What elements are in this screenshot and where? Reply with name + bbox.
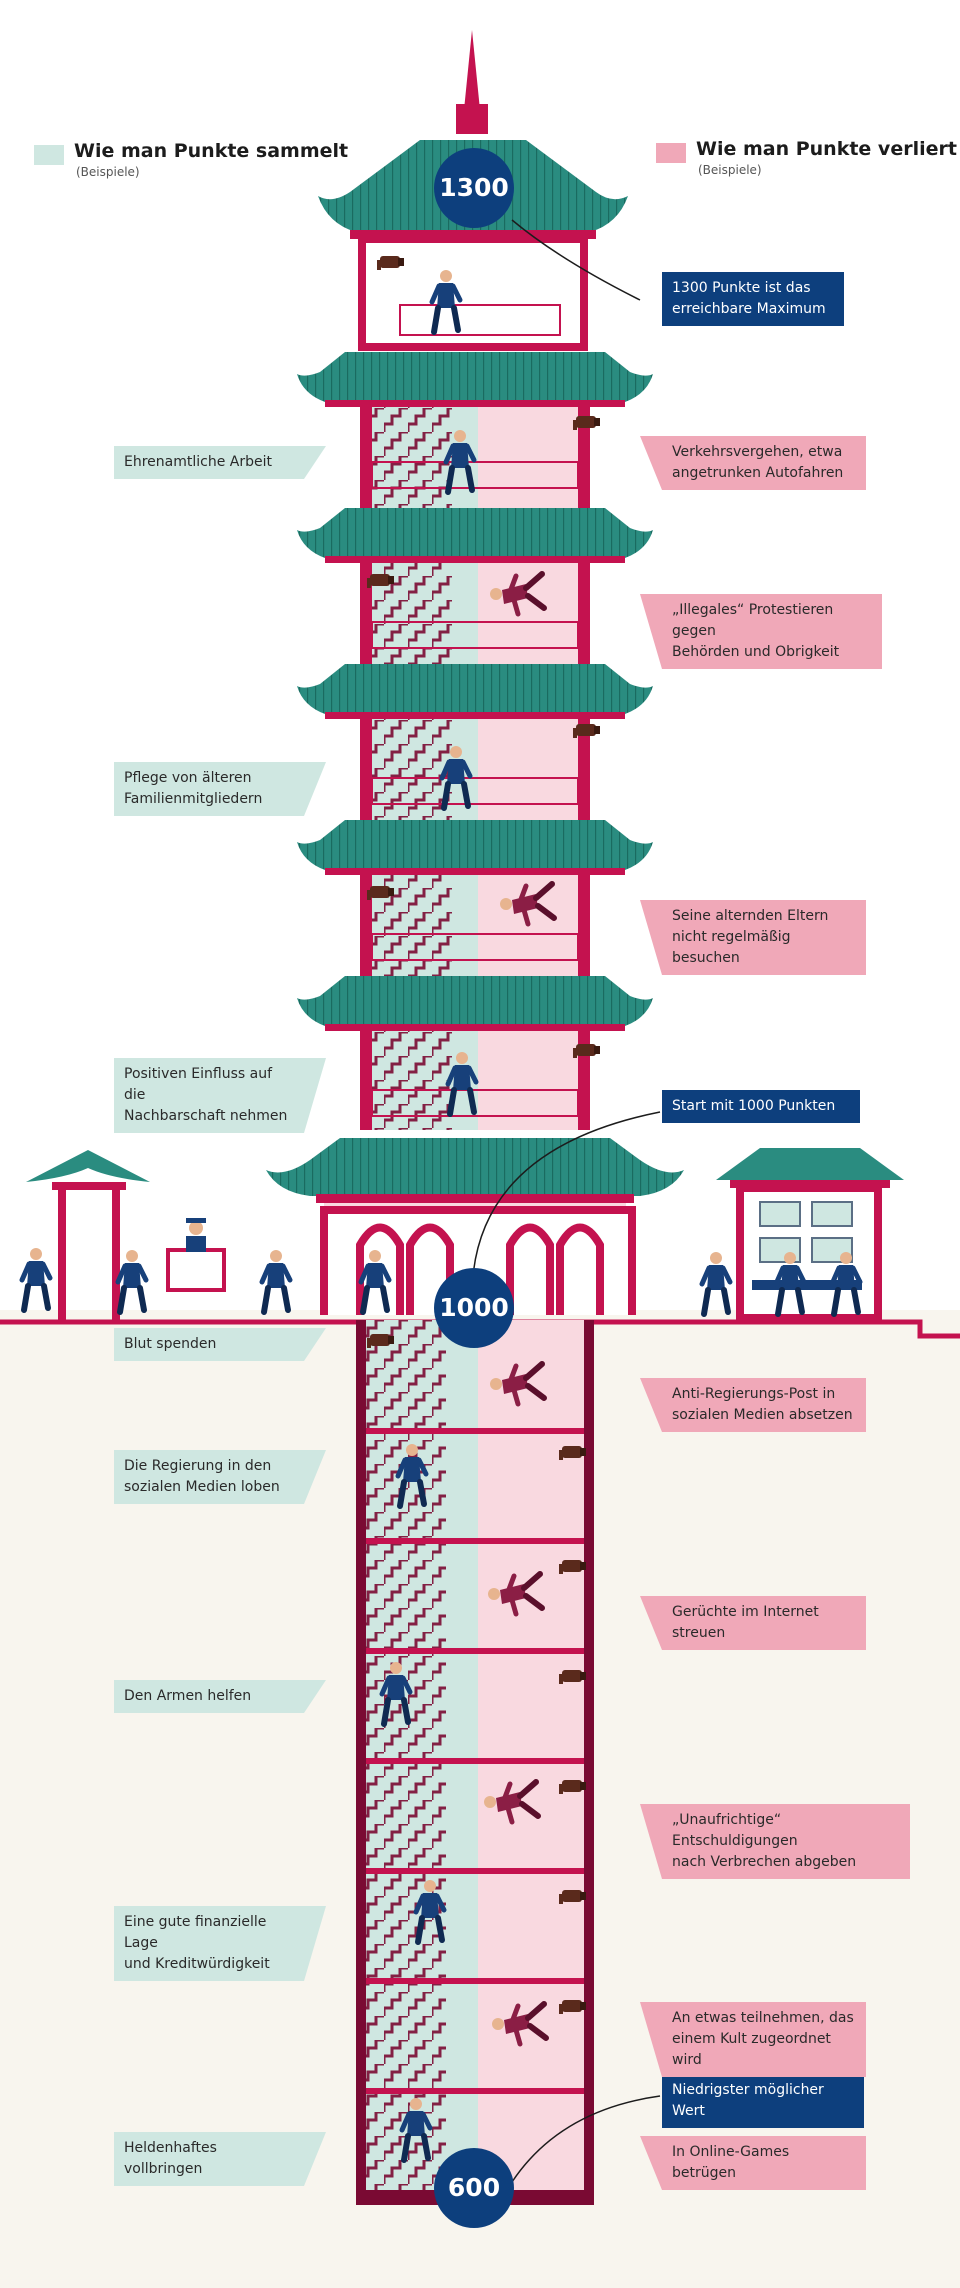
collect-item: Eine gute finanzielle Lage und Kreditwür…: [114, 1906, 304, 1981]
left-gate: [26, 1150, 150, 1320]
police-officer-icon: [702, 1252, 730, 1314]
legend-lose-sub: (Beispiele): [698, 163, 762, 177]
top-pavilion: [358, 235, 588, 351]
lose-item: „Unaufrichtige“ Entschuldigungen nach Ve…: [662, 1804, 910, 1879]
collect-item: Den Armen helfen: [114, 1680, 304, 1713]
max-note: 1300 Punkte ist das erreichbare Maximum: [662, 272, 844, 326]
collect-item: Die Regierung in den sozialen Medien lob…: [114, 1450, 304, 1504]
legend-swatch-lose: [656, 143, 686, 163]
underground-shaft: [356, 1320, 594, 2205]
shaft-levels: [366, 1428, 584, 2094]
min-note: Niedrigster möglicher Wert: [662, 2074, 864, 2128]
top-railing: [399, 304, 561, 336]
legend-lose-title: Wie man Punkte verliert: [696, 138, 957, 160]
roof-2: [297, 508, 653, 563]
start-note: Start mit 1000 Punkten: [662, 1090, 860, 1123]
lose-item: Anti-Regierungs-Post in sozialen Medien …: [662, 1378, 866, 1432]
lose-item: Seine alternden Eltern nicht regelmäßig …: [662, 900, 866, 975]
spire: [464, 30, 480, 110]
roof-1: [297, 352, 653, 407]
legend-lose: Wie man Punkte verliert (Beispiele): [656, 138, 957, 177]
top-roof-eave: [350, 230, 596, 239]
collect-item: Heldenhaftes vollbringen: [114, 2132, 304, 2186]
legend-collect-sub: (Beispiele): [76, 165, 140, 179]
max-score-badge: 1300: [434, 148, 514, 228]
callout-line-max: [511, 219, 641, 301]
collect-item: Pflege von älteren Familienmitgliedern: [114, 762, 304, 816]
roof-3: [297, 664, 653, 719]
base-roof: [266, 1138, 684, 1196]
lose-item: Gerüchte im Internet streuen: [662, 1596, 866, 1650]
lose-item: „Illegales“ Protestieren gegen Behörden …: [662, 594, 882, 669]
base-roof-eave: [316, 1194, 634, 1203]
citizen-icon: [262, 1250, 290, 1312]
roof-5: [297, 976, 653, 1031]
lose-item: Verkehrsvergehen, etwa angetrunken Autof…: [662, 436, 866, 490]
roof-4: [297, 820, 653, 875]
legend-collect-title: Wie man Punkte sammelt: [74, 140, 349, 162]
legend-swatch-collect: [34, 145, 64, 165]
police-checkpoint-icon: [166, 1218, 226, 1292]
lose-item: In Online-Games betrügen: [662, 2136, 866, 2190]
callout-line-min: [511, 2095, 661, 2183]
spire-base: [456, 104, 488, 134]
citizen-icon: [118, 1250, 146, 1312]
min-score-badge: 600: [434, 2148, 514, 2228]
legend-collect: Wie man Punkte sammelt (Beispiele): [34, 140, 348, 179]
callout-line-start: [471, 1111, 661, 1301]
collect-item: Blut spenden: [114, 1328, 304, 1361]
collect-item: Ehrenamtliche Arbeit: [114, 446, 304, 479]
citizen-icon: [22, 1248, 50, 1310]
start-score-badge: 1000: [434, 1268, 514, 1348]
collect-item: Positiven Einfluss auf die Nachbarschaft…: [114, 1058, 304, 1133]
police-station: [716, 1148, 904, 1322]
lose-item: An etwas teilnehmen, das einem Kult zuge…: [662, 2002, 866, 2077]
